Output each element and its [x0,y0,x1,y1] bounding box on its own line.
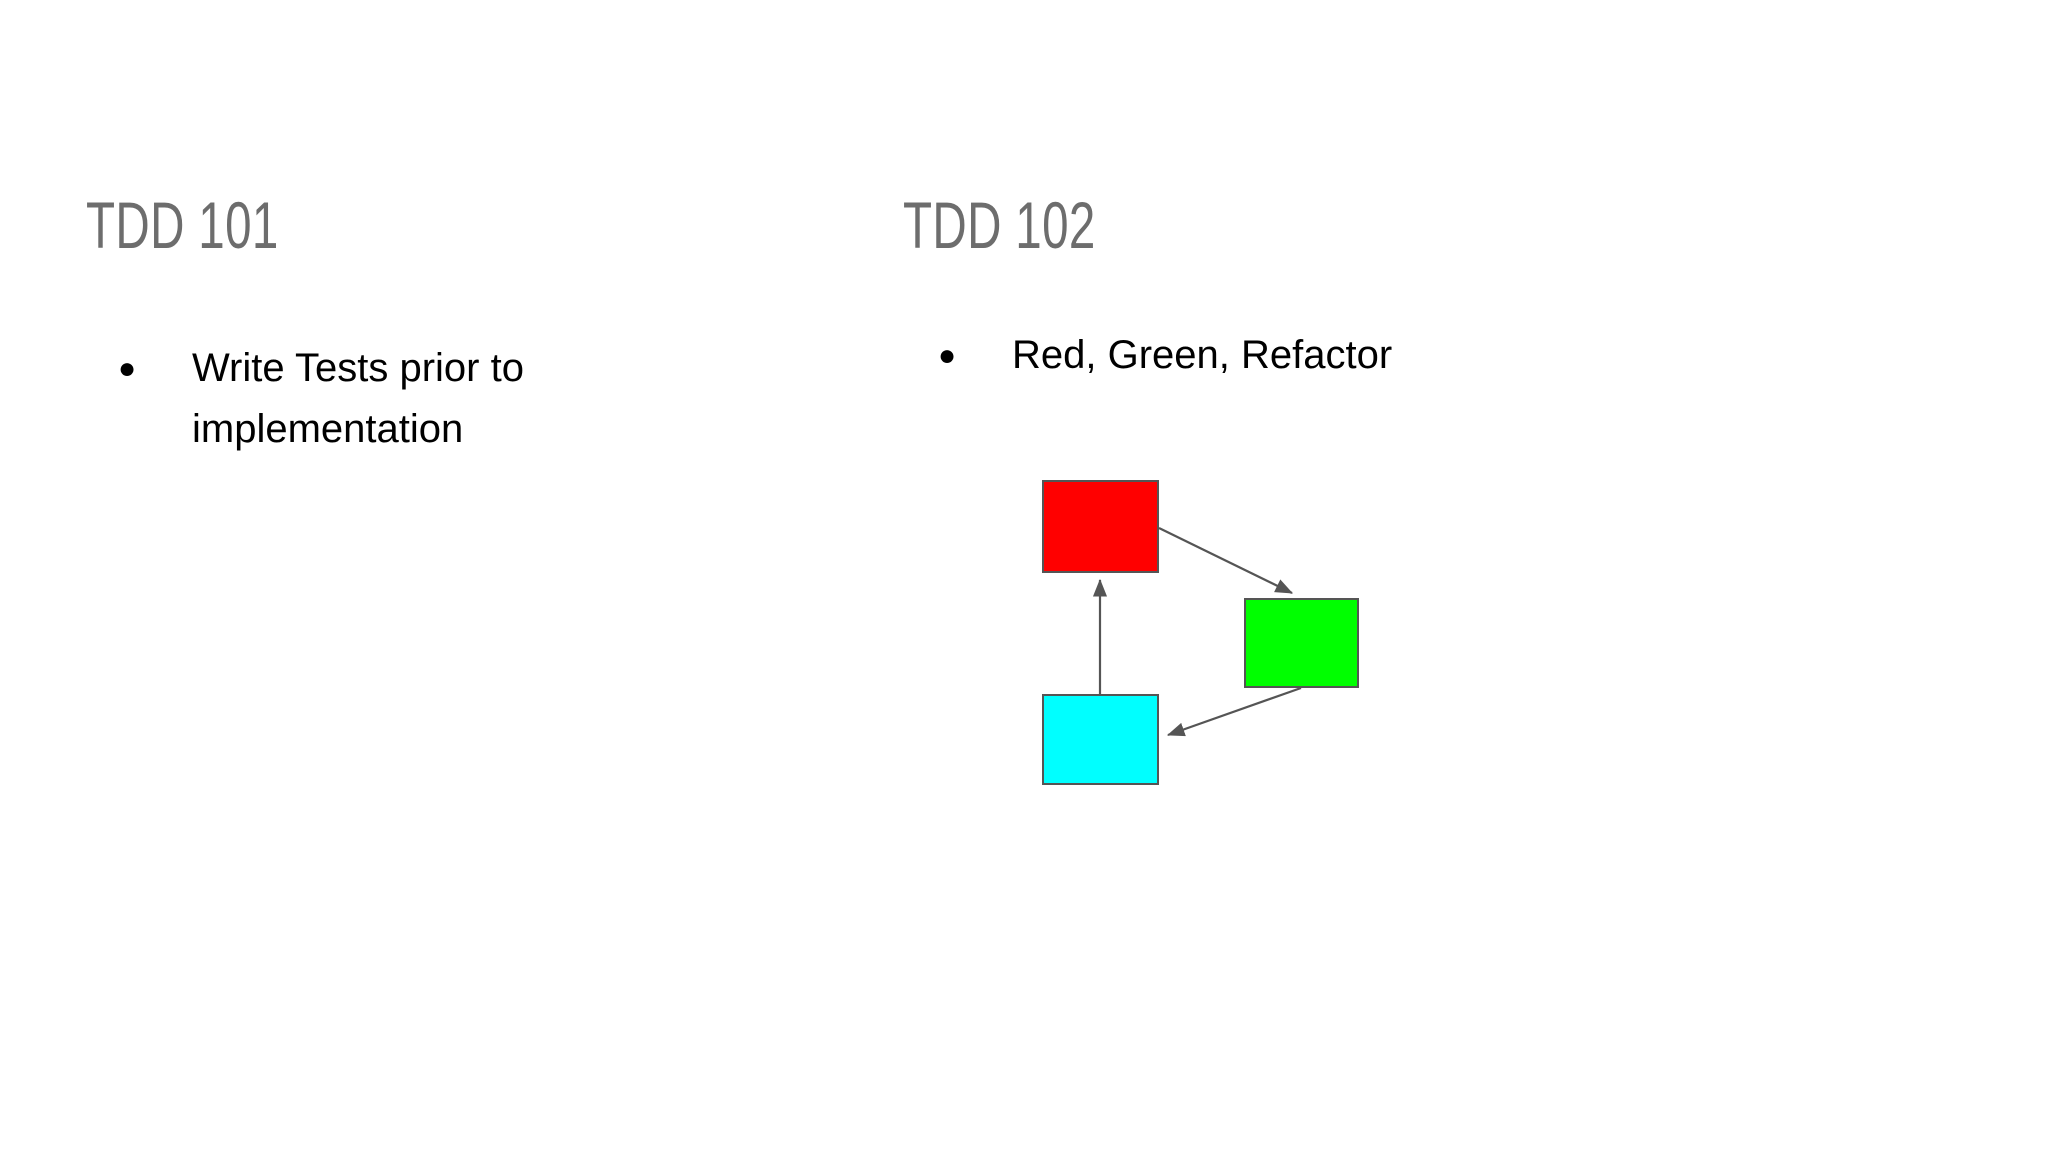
diagram-edges [1092,527,1302,737]
list-item: ● Red, Green, Refactor [930,325,1490,386]
edge-green-to-cyan [1166,686,1302,737]
list-item-label: Write Tests prior to implementation [192,346,524,451]
bullet-dot-icon: ● [938,339,957,372]
bullet-list-left: ● Write Tests prior to implementation [110,338,540,460]
diagram-node-red [1042,480,1159,573]
bullet-list-right: ● Red, Green, Refactor [930,325,1490,386]
diagram-node-cyan [1042,694,1159,785]
column-right: TDD 102 ● Red, Green, Refactor [880,0,2048,1152]
list-item-label: Red, Green, Refactor [1012,333,1393,377]
column-left: TDD 101 ● Write Tests prior to implement… [0,0,880,1152]
list-item: ● Write Tests prior to implementation [110,338,540,460]
page-title-right: TDD 102 [903,188,1096,262]
bullet-dot-icon: ● [118,352,137,385]
page-title-left: TDD 101 [86,188,279,262]
red-green-refactor-diagram [1000,450,1420,820]
diagram-node-green [1244,598,1359,688]
edge-red-to-green [1158,527,1293,594]
